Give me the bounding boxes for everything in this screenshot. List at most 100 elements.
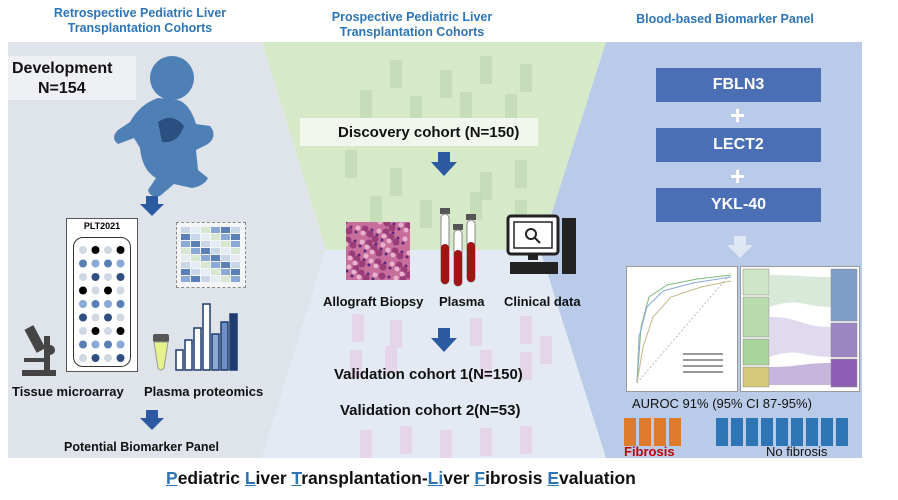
auroc-label: AUROC 91% (95% CI 87-95%)	[632, 396, 812, 411]
person-icon	[731, 418, 743, 446]
biopsy-texture	[367, 263, 371, 267]
biopsy-texture	[383, 222, 391, 227]
microarray-dot	[104, 354, 112, 362]
microarray-dot	[79, 259, 87, 268]
crowd-person-icon	[460, 92, 472, 120]
microarray-dot	[91, 354, 100, 362]
biopsy-texture	[356, 274, 362, 280]
development-n: N=154	[38, 80, 86, 97]
person-icon	[639, 418, 651, 446]
marker-box-lect2: LECT2	[656, 128, 821, 162]
heatmap-cell	[181, 276, 190, 282]
microarray-dot	[91, 313, 100, 322]
microarray-dot	[91, 273, 100, 281]
middle-panel-bottom	[262, 250, 606, 458]
sankey-thumbnail	[740, 266, 860, 392]
biopsy-texture	[379, 263, 387, 271]
heatmap-cell	[181, 255, 190, 261]
crowd-person-icon	[480, 56, 492, 84]
heatmap-cell	[191, 234, 200, 240]
person-icon	[836, 418, 848, 446]
biopsy-texture	[346, 269, 349, 273]
heatmap-cell	[221, 255, 230, 261]
biopsy-texture	[405, 255, 409, 259]
biopsy-texture	[406, 250, 410, 256]
biopsy-texture	[371, 277, 375, 280]
microarray-grid	[73, 237, 131, 367]
title-segment: ransplantation-	[301, 468, 428, 488]
biopsy-texture	[399, 271, 405, 277]
microarray-dot	[79, 246, 87, 254]
clinical-data-label: Clinical data	[504, 294, 581, 309]
no-fibrosis-label: No fibrosis	[766, 444, 828, 459]
crowd-person-icon	[390, 320, 402, 348]
potential-biomarker-label: Potential Biomarker Panel	[64, 440, 219, 454]
biopsy-texture	[351, 269, 357, 275]
heatmap-cell	[181, 248, 190, 254]
heatmap-cell	[191, 262, 200, 268]
heatmap-cell	[191, 269, 200, 275]
biopsy-texture	[346, 222, 348, 224]
biopsy-texture	[396, 252, 404, 260]
heatmap-cell	[211, 227, 220, 233]
crowd-person-icon	[390, 60, 402, 88]
microarray-dot	[104, 340, 112, 349]
arrow-down-icon	[431, 152, 457, 176]
biopsy-texture	[358, 260, 366, 268]
microarray-dot	[104, 313, 112, 322]
crowd-person-icon	[480, 428, 492, 456]
marker-box-ykl40: YKL-40	[656, 188, 821, 222]
biopsy-texture	[346, 241, 349, 247]
heatmap-cell	[201, 234, 210, 240]
biopsy-texture	[387, 275, 391, 279]
biopsy-texture	[397, 227, 401, 231]
arrow-down-icon	[140, 196, 164, 216]
heatmap-cell	[201, 241, 210, 247]
biopsy-texture	[346, 264, 352, 270]
crowd-person-icon	[370, 196, 382, 224]
crowd-person-icon	[400, 426, 412, 454]
heatmap-cell	[181, 262, 190, 268]
page-title: Pediatric Liver Transplantation-Liver Fi…	[166, 468, 636, 489]
person-icon	[669, 418, 681, 446]
microarray-dot	[116, 246, 125, 254]
arrow-down-icon	[727, 236, 753, 258]
microarray-dot	[104, 327, 112, 335]
title-segment: ibrosis	[485, 468, 548, 488]
biopsy-texture	[386, 238, 392, 244]
heatmap-cell	[221, 269, 230, 275]
biopsy-texture	[362, 274, 370, 280]
microarray-dot	[79, 286, 87, 295]
tissue-microarray-card: PLT2021	[66, 218, 138, 372]
biopsy-texture	[373, 263, 379, 269]
marker-box-fbln3: FBLN3	[656, 68, 821, 102]
person-icon	[761, 418, 773, 446]
plus-icon: +	[730, 100, 746, 130]
biopsy-texture	[354, 230, 358, 234]
discovery-label: Discovery cohort (N=150)	[338, 124, 520, 141]
heatmap-cell	[201, 255, 210, 261]
biopsy-texture	[399, 275, 407, 280]
biopsy-texture	[363, 249, 367, 253]
biopsy-texture	[363, 253, 369, 259]
heatmap-cell	[191, 227, 200, 233]
person-icon	[624, 418, 636, 446]
biopsy-texture	[346, 236, 352, 244]
no-fibrosis-icons	[716, 418, 856, 446]
development-box: Development N=154	[8, 56, 136, 100]
person-icon	[791, 418, 803, 446]
allograft-biopsy-image	[346, 222, 410, 280]
heatmap-cell	[191, 248, 200, 254]
microarray-dot	[116, 273, 125, 281]
microarray-dot	[116, 300, 125, 308]
baby-icon	[114, 56, 214, 197]
biopsy-texture	[381, 233, 387, 239]
biopsy-texture	[375, 249, 383, 257]
development-label: Development	[12, 60, 113, 77]
biopsy-texture	[393, 275, 399, 280]
heatmap-cell	[181, 227, 190, 233]
biopsy-texture	[401, 241, 405, 245]
biopsy-texture	[346, 227, 353, 235]
biopsy-texture	[372, 272, 378, 278]
